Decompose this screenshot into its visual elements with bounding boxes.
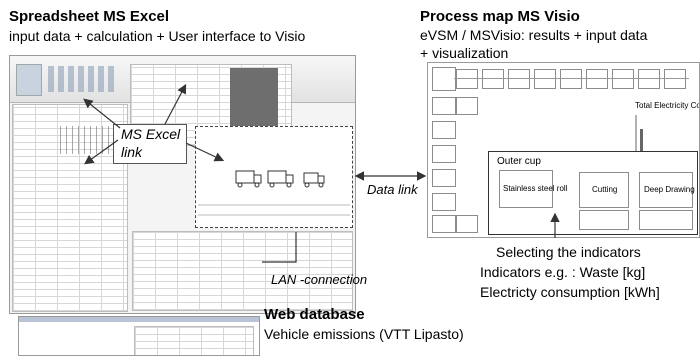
lan-connection-label: LAN -connection bbox=[271, 272, 368, 287]
truck-icons bbox=[198, 170, 350, 216]
excel-title: Spreadsheet MS Excel bbox=[9, 8, 170, 25]
vsm-box bbox=[432, 215, 456, 233]
data-box bbox=[639, 210, 693, 230]
outer-cup-label: Outer cup bbox=[497, 156, 541, 167]
vsm-box bbox=[432, 169, 456, 187]
emissions-table-left bbox=[134, 326, 254, 355]
indicators-line3: Electricty consumption [kWh] bbox=[480, 284, 660, 300]
process-stainless-steel-roll: Stainless steel roll bbox=[499, 170, 567, 208]
excel-link-arrow-4 bbox=[164, 83, 187, 125]
vsm-box bbox=[456, 215, 478, 233]
visio-subtitle-line1: eVSM / MSVisio: results + input data bbox=[420, 27, 648, 43]
excel-screenshot bbox=[9, 55, 356, 314]
excel-subtitle: input data + calculation + User interfac… bbox=[9, 28, 306, 44]
vsm-box bbox=[664, 69, 686, 89]
outer-cup-panel: Outer cup Stainless steel roll Cutting D… bbox=[488, 151, 698, 235]
excel-link-label-1: MS Excel bbox=[121, 126, 181, 142]
ribbon-icons bbox=[48, 66, 118, 92]
lan-connection-line bbox=[262, 232, 297, 263]
vsm-box bbox=[508, 69, 530, 89]
vsm-box bbox=[482, 69, 504, 89]
vsm-box bbox=[534, 69, 556, 89]
excel-link-arrow-3 bbox=[185, 142, 225, 162]
vsm-box bbox=[586, 69, 608, 89]
vsm-box bbox=[432, 121, 456, 139]
vsm-box bbox=[432, 67, 456, 91]
visio-subtitle-line2: + visualization bbox=[420, 45, 509, 61]
web-database-subtitle: Vehicle emissions (VTT Lipasto) bbox=[264, 326, 464, 342]
vsm-box bbox=[560, 69, 582, 89]
excel-link-arrow-1 bbox=[83, 98, 121, 129]
vsm-box bbox=[432, 193, 456, 211]
web-screenshot-body bbox=[18, 316, 260, 356]
process-cutting: Cutting bbox=[579, 172, 629, 208]
data-link-label: Data link bbox=[367, 182, 418, 197]
indicators-line1: Selecting the indicators bbox=[496, 244, 641, 260]
vsm-box bbox=[456, 97, 478, 115]
vsm-box bbox=[612, 69, 634, 89]
visio-screenshot: Total Electricity Consump Outer cup Stai… bbox=[427, 62, 700, 238]
vsm-box bbox=[638, 69, 660, 89]
visio-title: Process map MS Visio bbox=[420, 8, 580, 25]
excel-link-label-2: link bbox=[121, 144, 143, 160]
excel-vertical-headers bbox=[60, 126, 120, 154]
web-database-title: Web database bbox=[264, 306, 365, 323]
process-deep-drawing: Deep Drawing bbox=[639, 172, 695, 208]
visio-chart-title: Total Electricity Consump bbox=[635, 101, 699, 110]
ribbon-icons-2 bbox=[16, 64, 42, 96]
data-box bbox=[579, 210, 629, 230]
excel-link-arrow-2 bbox=[84, 139, 119, 165]
browser-tabbar bbox=[19, 317, 259, 322]
indicators-line2: Indicators e.g. : Waste [kg] bbox=[480, 264, 646, 280]
excel-link-callout bbox=[113, 124, 187, 164]
vsm-box bbox=[432, 97, 456, 115]
vsm-box bbox=[432, 145, 456, 163]
vsm-box bbox=[456, 69, 478, 89]
excel-vehicle-panel bbox=[195, 126, 353, 228]
vsm-flow-line bbox=[454, 78, 689, 79]
excel-results-sheet bbox=[132, 231, 353, 311]
